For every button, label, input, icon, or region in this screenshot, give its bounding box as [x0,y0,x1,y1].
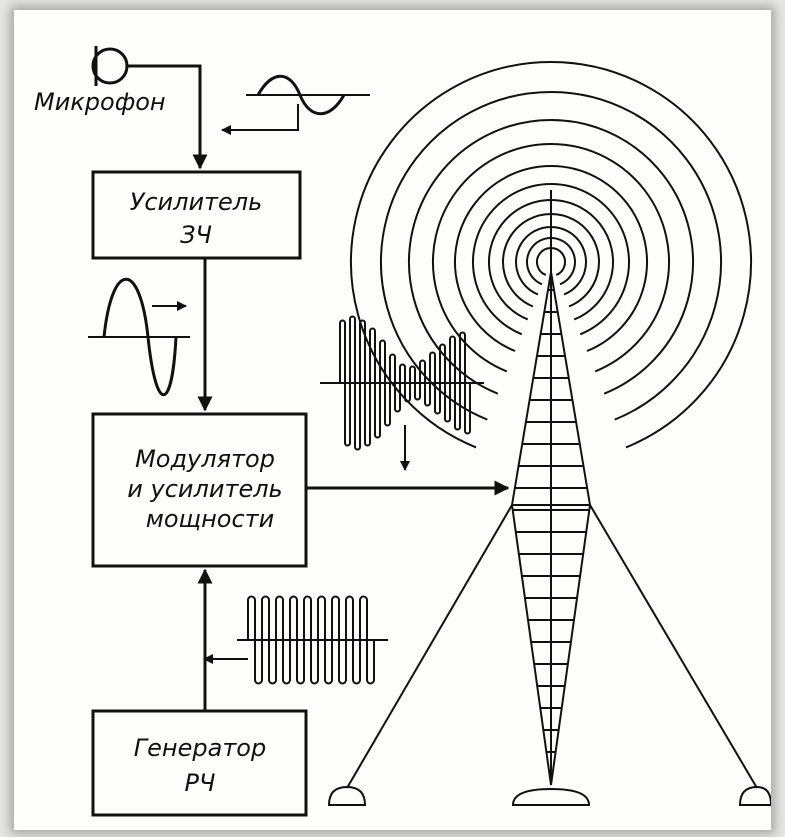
rf-generator-label-line2: РЧ [185,769,216,797]
microphone-label: Микрофон [34,88,166,116]
modulator-label-line3: мощности [146,505,275,533]
diagram-frame: Микрофон Усилитель ЗЧ Модулятор и усилит… [14,10,771,830]
modulator-label-line2: и усилитель [127,475,282,503]
rf-generator-label-line1: Генератор [134,734,266,762]
antenna-tower [512,190,590,785]
carrier-wave-icon [204,597,388,684]
modulated-wave-icon [320,317,484,471]
audio-amplifier-label-line1: Усилитель [130,188,263,216]
modulator-label-line1: Модулятор [135,445,275,473]
rf-generator-box [93,711,306,815]
radio-transmitter-diagram: Микрофон Усилитель ЗЧ Модулятор и усилит… [14,10,771,830]
sine-wave-icon [88,279,190,395]
audio-amplifier-label-line2: ЗЧ [180,221,212,249]
audio-wave-icon [222,76,370,130]
